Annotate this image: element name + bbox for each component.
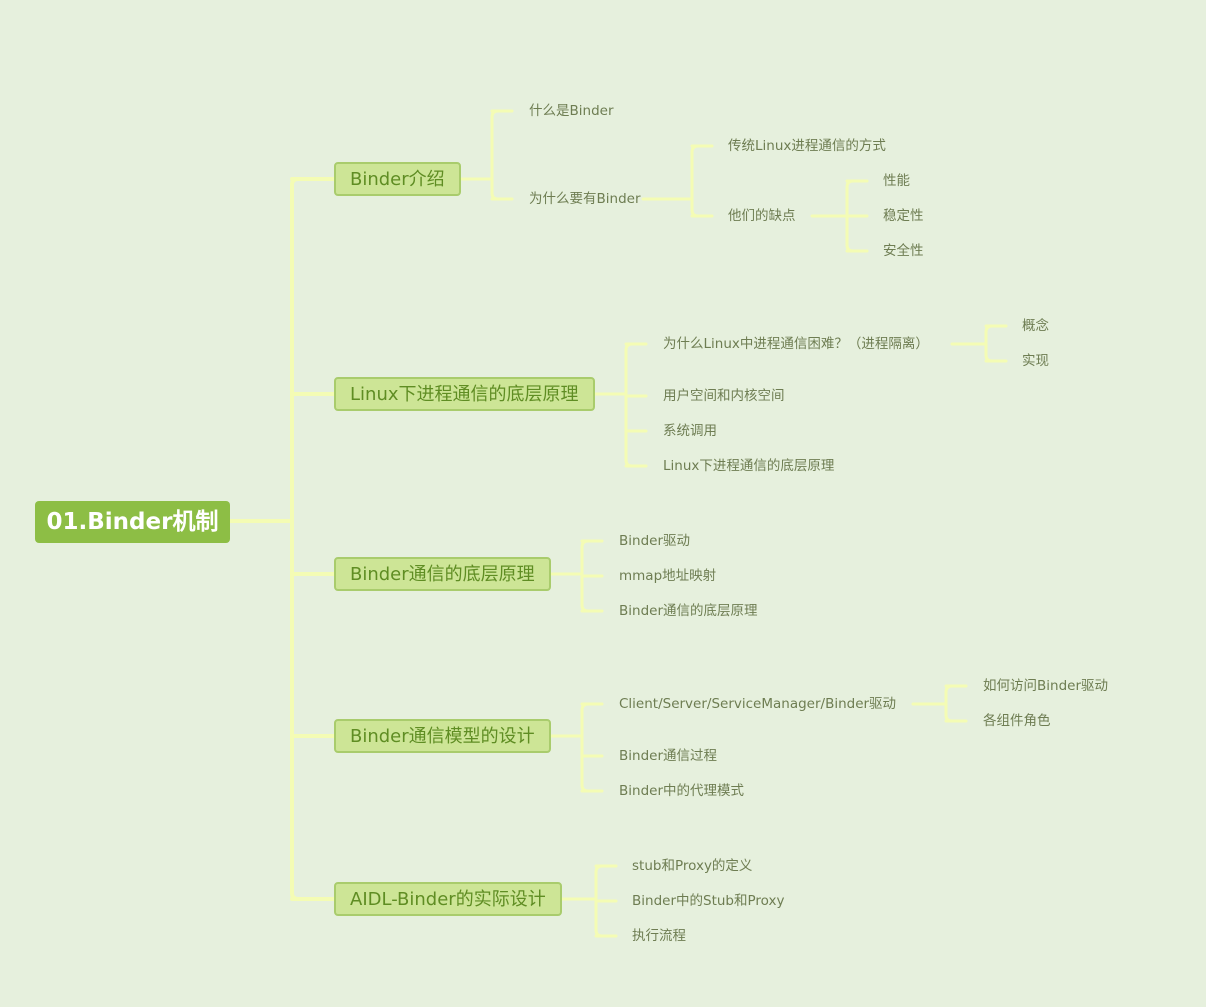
topic-proxy-pattern[interactable]: Binder中的代理模式 [619, 783, 744, 799]
branch-binder-intro[interactable]: Binder介绍 [334, 162, 461, 196]
topic-why-ipc-hard[interactable]: 为什么Linux中进程通信困难？（进程隔离） [663, 336, 929, 352]
branch-aidl-binder[interactable]: AIDL-Binder的实际设计 [334, 882, 562, 916]
topic-concept[interactable]: 概念 [1022, 318, 1049, 334]
connector-line [624, 342, 634, 468]
connector-line [984, 324, 994, 363]
topic-execution-flow[interactable]: 执行流程 [632, 928, 686, 944]
topic-performance[interactable]: 性能 [883, 173, 910, 189]
topic-binder-driver[interactable]: Binder驱动 [619, 533, 690, 549]
topic-drawbacks[interactable]: 他们的缺点 [728, 208, 796, 224]
topic-stub-proxy-def[interactable]: stub和Proxy的定义 [632, 858, 753, 874]
connector-line [944, 684, 954, 723]
topic-binder-stub-proxy[interactable]: Binder中的Stub和Proxy [632, 893, 785, 909]
topic-cs-servicemanager[interactable]: Client/Server/ServiceManager/Binder驱动 [619, 696, 897, 712]
topic-stability[interactable]: 稳定性 [883, 208, 924, 224]
topic-implementation[interactable]: 实现 [1022, 353, 1049, 369]
topic-what-is-binder[interactable]: 什么是Binder [529, 103, 614, 119]
connector-line [290, 177, 300, 901]
root-topic[interactable]: 01.Binder机制 [35, 501, 230, 543]
topic-user-kernel-space[interactable]: 用户空间和内核空间 [663, 388, 785, 404]
topic-traditional-ipc[interactable]: 传统Linux进程通信的方式 [728, 138, 886, 154]
topic-binder-principle[interactable]: Binder通信的底层原理 [619, 603, 758, 619]
connector-line [580, 702, 590, 793]
connector-line [690, 144, 700, 218]
connector-line [490, 109, 500, 201]
topic-mmap[interactable]: mmap地址映射 [619, 568, 717, 584]
topic-access-driver[interactable]: 如何访问Binder驱动 [983, 678, 1108, 694]
topic-why-binder[interactable]: 为什么要有Binder [529, 191, 641, 207]
topic-security[interactable]: 安全性 [883, 243, 924, 259]
branch-binder-principle[interactable]: Binder通信的底层原理 [334, 557, 551, 591]
topic-linux-ipc-principle[interactable]: Linux下进程通信的底层原理 [663, 458, 835, 474]
topic-component-roles[interactable]: 各组件角色 [983, 713, 1051, 729]
branch-binder-model[interactable]: Binder通信模型的设计 [334, 719, 551, 753]
branch-linux-ipc[interactable]: Linux下进程通信的底层原理 [334, 377, 595, 411]
topic-system-call[interactable]: 系统调用 [663, 423, 717, 439]
topic-binder-process[interactable]: Binder通信过程 [619, 748, 717, 764]
